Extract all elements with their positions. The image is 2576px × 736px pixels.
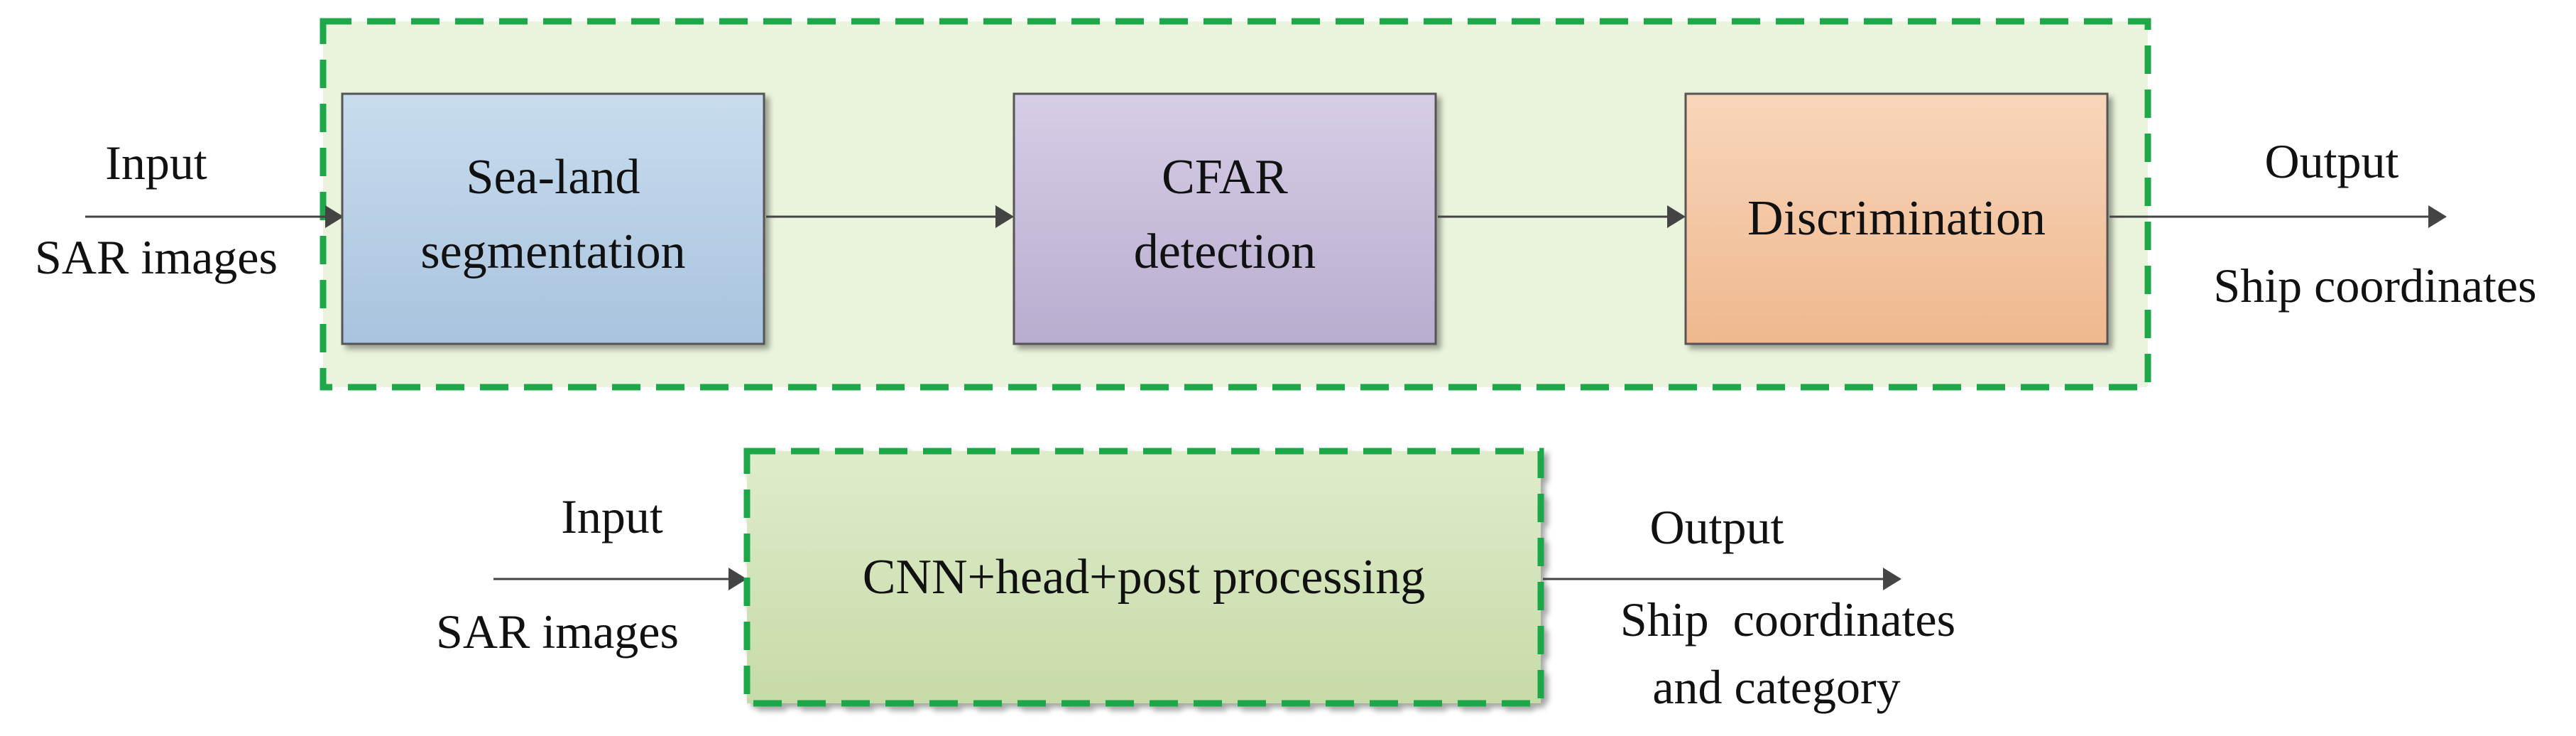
stage3-line1: Discrimination — [1747, 191, 2046, 246]
top-input-arrowhead — [325, 205, 344, 228]
arrowhead-stage2-to-stage3 — [1667, 205, 1686, 228]
stage2-line1: CFAR — [1162, 150, 1288, 205]
top-input-sublabel: SAR images — [35, 230, 278, 284]
top-output-arrowhead — [2428, 205, 2447, 228]
bottom-stage-label: CNN+head+post processing — [863, 550, 1425, 605]
stage1-line1: Sea-land — [466, 150, 640, 205]
sea-land-segmentation-box — [341, 92, 765, 345]
cfar-detection-box — [1013, 92, 1437, 345]
bottom-input-arrowhead — [728, 568, 747, 590]
bottom-output-sublabel-line2: and category — [1652, 660, 1900, 714]
top-pipeline: Input SAR images Sea-land segmentation C… — [35, 18, 2537, 391]
discrimination-box — [1684, 92, 2109, 345]
cnn-head-post-processing-box — [743, 448, 1544, 707]
top-output-label: Output — [2265, 134, 2399, 188]
stage2-line2: detection — [1134, 224, 1316, 279]
top-output-sublabel: Ship coordinates — [2213, 259, 2536, 313]
bottom-output-sublabel-line1: Ship coordinates — [1620, 592, 1955, 646]
bottom-output-label: Output — [1650, 500, 1784, 554]
bottom-output-arrowhead — [1883, 568, 1901, 590]
bottom-pipeline: Input SAR images CNN+head+post processin… — [436, 448, 1955, 714]
stage1-line2: segmentation — [420, 224, 685, 279]
bottom-input-label: Input — [561, 489, 663, 543]
arrowhead-stage1-to-stage2 — [995, 205, 1014, 228]
top-input-label: Input — [105, 136, 207, 190]
bottom-input-sublabel: SAR images — [436, 605, 679, 659]
